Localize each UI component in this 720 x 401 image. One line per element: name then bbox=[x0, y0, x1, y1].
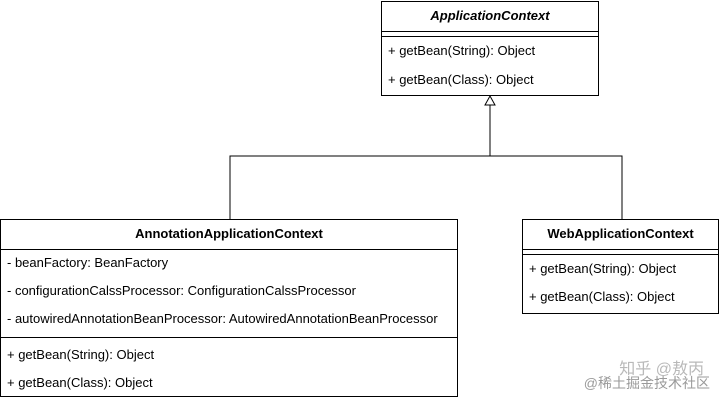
methods-section-web-application-context: + getBean(String): Object + getBean(Clas… bbox=[523, 255, 718, 312]
class-annotation-application-context: AnnotationApplicationContext - beanFacto… bbox=[0, 219, 458, 397]
class-name-web-application-context: WebApplicationContext bbox=[523, 220, 718, 250]
attribute-autowired-processor: - autowiredAnnotationBeanProcessor: Auto… bbox=[7, 311, 438, 326]
watermark-line-1: 知乎 @敖丙 bbox=[619, 361, 704, 378]
generalization-edge-annotation bbox=[229, 105, 491, 219]
watermark: 知乎 @敖丙 @稀土掘金技术社区 bbox=[550, 357, 710, 391]
methods-section-annotation-application-context: + getBean(String): Object + getBean(Clas… bbox=[1, 337, 457, 396]
method-get-bean-class: + getBean(Class): Object bbox=[7, 375, 153, 390]
method-get-bean-class: + getBean(Class): Object bbox=[529, 289, 675, 304]
method-get-bean-string: + getBean(String): Object bbox=[529, 261, 677, 276]
attribute-bean-factory: - beanFactory: BeanFactory bbox=[7, 255, 169, 270]
class-name-annotation-application-context: AnnotationApplicationContext bbox=[1, 220, 457, 250]
inheritance-arrowhead-icon bbox=[484, 94, 496, 106]
watermark-line-2: @稀土掘金技术社区 bbox=[583, 375, 710, 391]
attributes-section-annotation-application-context: - beanFactory: BeanFactory - configurati… bbox=[1, 250, 457, 337]
class-web-application-context: WebApplicationContext + getBean(String):… bbox=[522, 219, 719, 314]
method-get-bean-string: + getBean(String): Object bbox=[7, 347, 155, 362]
class-name-application-context: ApplicationContext bbox=[382, 2, 598, 32]
generalization-edge-web bbox=[490, 155, 623, 219]
attributes-section-application-context bbox=[382, 32, 598, 37]
method-get-bean-class: + getBean(Class): Object bbox=[388, 72, 534, 87]
attribute-configuration-processor: - configurationCalssProcessor: Configura… bbox=[7, 283, 356, 298]
attributes-section-web-application-context bbox=[523, 250, 718, 255]
method-get-bean-string: + getBean(String): Object bbox=[388, 43, 536, 58]
methods-section-application-context: + getBean(String): Object + getBean(Clas… bbox=[382, 37, 598, 94]
class-application-context: ApplicationContext + getBean(String): Ob… bbox=[381, 1, 599, 96]
